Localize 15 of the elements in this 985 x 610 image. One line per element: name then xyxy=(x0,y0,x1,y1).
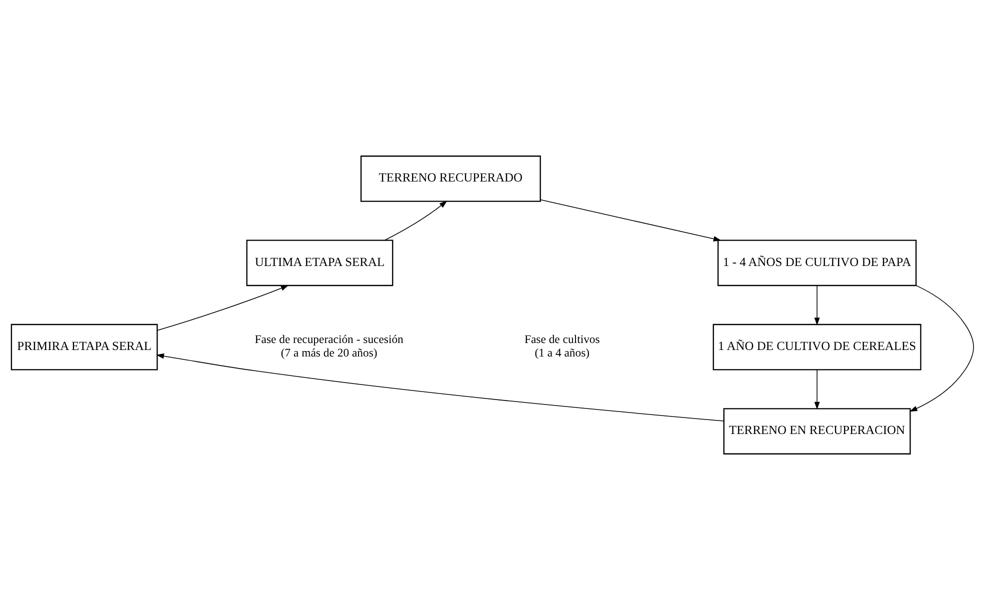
arrow xyxy=(909,285,974,412)
label: Fase de recuperación - sucesión (7 a más de 20 años) xyxy=(254,333,404,360)
arrow xyxy=(814,369,820,410)
node-box: TERRENO RECUPERADO xyxy=(360,156,541,202)
label: Fase de cultivos (1 a 4 años) xyxy=(524,333,600,360)
node-box: 1 - 4 AÑOS DE CULTIVO DE PAPA xyxy=(717,240,917,286)
arrow xyxy=(156,285,289,331)
arrow xyxy=(540,199,722,242)
node-box: ULTIMA ETAPA SERAL xyxy=(246,240,394,286)
arrow xyxy=(156,353,724,422)
node-box: TERRENO EN RECUPERACION xyxy=(723,408,911,454)
node-box: 1 AÑO DE CULTIVO DE CEREALES xyxy=(712,324,922,370)
node-box: PRIMIRA ETAPA SERAL xyxy=(10,324,158,370)
arrow xyxy=(814,285,820,326)
arrow xyxy=(384,200,448,241)
